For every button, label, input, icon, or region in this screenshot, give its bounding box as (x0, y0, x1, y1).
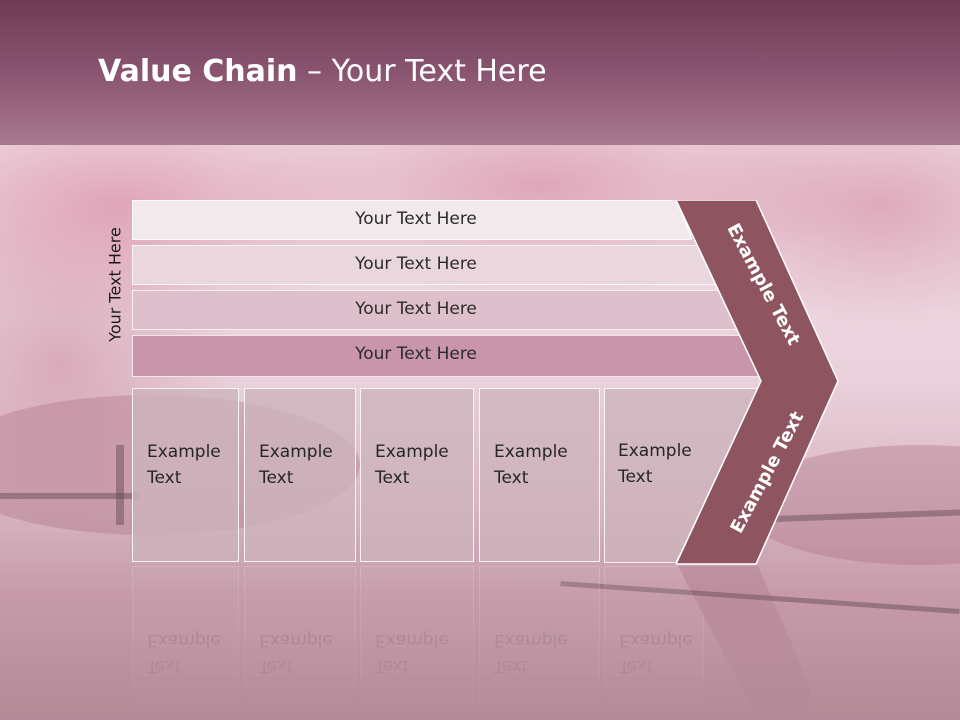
header-band: Value Chain – Your Text Here (0, 0, 960, 145)
margin-chevron (676, 200, 839, 565)
value-row-1: Your Text Here (132, 200, 692, 240)
box-2-line1: Example (259, 442, 333, 462)
activity-box-1: Example Text (132, 388, 239, 562)
row-3-label: Your Text Here (355, 299, 477, 319)
value-row-3: Your Text Here (132, 290, 740, 330)
activity-box-4: Example Text (479, 388, 600, 562)
box-1-line2: Text (147, 468, 182, 488)
activity-box-2-text: Example Text (259, 439, 349, 491)
fence-rail-lower (560, 581, 960, 614)
value-row-2: Your Text Here (132, 245, 717, 285)
row-1-label: Your Text Here (355, 209, 477, 229)
box-4-line2: Text (494, 468, 529, 488)
row-4-label: Your Text Here (355, 344, 477, 364)
box-4-line1: Example (494, 442, 568, 462)
box-3-line2: Text (375, 468, 410, 488)
row-2-label: Your Text Here (355, 254, 477, 274)
activity-box-2: Example Text (244, 388, 356, 562)
row-4-shape (132, 335, 764, 377)
fence-rail-left (0, 493, 140, 499)
activity-box-3-text: Example Text (375, 439, 465, 491)
activity-box-5-text: Example Text (618, 438, 708, 490)
box-5-line2: Text (618, 467, 653, 487)
slide-title-bold: Value Chain (98, 54, 298, 89)
row-3-shape (132, 290, 740, 330)
activity-box-3: Example Text (360, 388, 474, 562)
activity-box-1-text: Example Text (147, 439, 237, 491)
row-1-shape (132, 200, 692, 240)
box-5-line1: Example (618, 441, 692, 461)
box-2-line2: Text (259, 468, 294, 488)
activity-box-4-text: Example Text (494, 439, 584, 491)
box-1-line1: Example (147, 442, 221, 462)
row-2-shape (132, 245, 717, 285)
box-3-line1: Example (375, 442, 449, 462)
slide-title: Value Chain – Your Text Here (98, 54, 547, 89)
slide-title-rest: – Your Text Here (297, 54, 547, 89)
side-label: Your Text Here (105, 227, 125, 342)
value-row-4: Your Text Here (132, 335, 764, 377)
fence-post-left (116, 445, 124, 525)
